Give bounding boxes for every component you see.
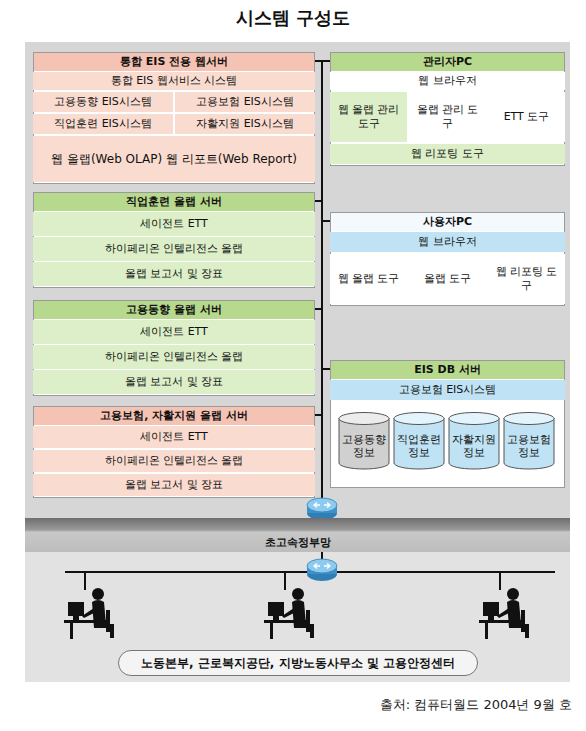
box-label: 노동본부, 근로복지공단, 지방노동사무소 및 고용안정센터 <box>138 656 458 671</box>
box-label: 고용동향 정보 <box>338 433 390 459</box>
pc-box: 사용자PC 웹 브라우저웹 올랩 도구올랩 도구웹 리포팅 도구 <box>330 212 565 306</box>
box-label: 웹 브라우저 <box>330 74 565 88</box>
network-connector <box>322 61 330 518</box>
pc-box: 관리자PC 웹 브라우저웹 올랩 관리 도구올랩 관리 도구ETT 도구웹 리포팅… <box>330 52 565 166</box>
browser-cell: 웹 브라우저 <box>330 232 565 252</box>
network-connector <box>315 309 322 518</box>
server-box: 고용보험, 자활지원 올랩 서버세이전트 ETT 하이페리온 인텔리전스 올랩올랩… <box>33 406 315 498</box>
server-box: 직업훈련 올랩 서버세이전트 ETT 하이페리온 인텔리전스 올랩올랩 보고서 및… <box>33 192 315 288</box>
box-label: 웹 올랩 도구 <box>330 272 407 286</box>
box-heading: 통합 EIS 전용 웹서버 <box>34 53 314 71</box>
software-cell: 하이페리온 인텔리전스 올랩 <box>33 345 315 369</box>
software-cell: 올랩 보고서 및 장표 <box>33 262 315 286</box>
box-label: 올랩 도구 <box>409 272 486 286</box>
network-connector <box>315 61 322 518</box>
tool-cell: 웹 리포팅 도구 <box>330 144 565 164</box>
box-label: 자활지원 정보 <box>448 433 500 459</box>
box-heading: 고용동향 올랩 서버 <box>34 301 314 319</box>
box-label: 웹 올랩 관리 도구 <box>330 103 407 131</box>
cylinder-top <box>394 413 444 425</box>
software-cell: 올랩 보고서 및 장표 <box>33 474 315 496</box>
system-cell: 고용보험 EIS시스템 <box>175 92 315 112</box>
box-label: 올랩 관리 도구 <box>409 103 486 131</box>
system-band: 고용보험 EIS시스템 <box>330 380 565 400</box>
box-label: 하이페리온 인텔리전스 올랩 <box>33 454 315 468</box>
system-cell: 웹 올랩(Web OLAP) 웹 리포트(Web Report) <box>33 136 315 182</box>
box-label: 직업훈련 EIS시스템 <box>33 117 173 131</box>
box-label: 세이전트 ETT <box>33 430 315 444</box>
tool-cell: 올랩 도구 <box>409 254 486 304</box>
cylinder-body <box>449 418 499 469</box>
box-label: 웹 리포팅 도구 <box>330 147 565 161</box>
database-cylinder: 직업훈련 정보 <box>393 412 445 470</box>
server-box: 고용동향 올랩 서버세이전트 ETT 하이페리온 인텔리전스 올랩올랩 보고서 및… <box>33 300 315 396</box>
source-caption: 출처: 컴퓨터월드 2004년 9월 호 <box>380 696 572 714</box>
tool-cell: 웹 리포팅 도구 <box>488 254 565 304</box>
software-cell: 하이페리온 인텔리전스 올랩 <box>33 450 315 472</box>
box-label: 하이페리온 인텔리전스 올랩 <box>33 242 315 256</box>
database-cylinder: 고용보험 정보 <box>503 412 555 470</box>
box-label: 하이페리온 인텔리전스 올랩 <box>33 350 315 364</box>
network-band: 초고속정부망 <box>25 518 570 552</box>
box-heading: EIS DB 서버 <box>331 361 564 379</box>
network-connector <box>315 201 322 518</box>
tool-cell: ETT 도구 <box>488 92 565 142</box>
db-server-box: EIS DB 서버고용보험 EIS시스템고용동향 정보직업훈련 정보자활지원 정… <box>330 360 565 488</box>
server-box: 통합 EIS 전용 웹서버통합 EIS 웹서비스 시스템고용동향 EIS시스템고… <box>33 52 315 184</box>
cylinder-body <box>339 418 389 469</box>
box-label: 올랩 보고서 및 장표 <box>33 267 315 281</box>
system-cell: 직업훈련 EIS시스템 <box>33 114 173 134</box>
software-cell: 세이전트 ETT <box>33 320 315 344</box>
diagram-title: 시스템 구성도 <box>0 6 586 30</box>
software-cell: 세이전트 ETT <box>33 426 315 448</box>
cylinder-body <box>394 418 444 469</box>
tool-cell: 웹 올랩 관리 도구 <box>330 92 407 142</box>
box-heading: 관리자PC <box>331 53 564 71</box>
system-cell: 통합 EIS 웹서비스 시스템 <box>33 72 315 90</box>
tool-cell: 올랩 관리 도구 <box>409 92 486 142</box>
box-label: 웹 브라우저 <box>330 235 565 249</box>
box-label: 고용보험 EIS시스템 <box>175 95 315 109</box>
cylinder-top <box>504 413 554 425</box>
software-cell: 세이전트 ETT <box>33 212 315 236</box>
lower-ground <box>25 552 570 682</box>
cylinder-body <box>504 418 554 469</box>
box-heading: 사용자PC <box>331 213 564 231</box>
software-cell: 하이페리온 인텔리전스 올랩 <box>33 237 315 261</box>
box-label: 웹 리포팅 도구 <box>488 265 565 293</box>
box-label: 세이전트 ETT <box>33 325 315 339</box>
system-cell: 자활지원 EIS시스템 <box>175 114 315 134</box>
box-label: ETT 도구 <box>488 110 565 124</box>
cylinder-top <box>339 413 389 425</box>
network-connector <box>322 369 330 518</box>
box-label: 고용보험 정보 <box>503 433 555 459</box>
box-heading: 직업훈련 올랩 서버 <box>34 193 314 211</box>
box-label: 올랩 보고서 및 장표 <box>33 375 315 389</box>
browser-cell: 웹 브라우저 <box>330 72 565 90</box>
box-label: 직업훈련 정보 <box>393 433 445 459</box>
system-cell: 고용동향 EIS시스템 <box>33 92 173 112</box>
box-label: 초고속정부망 <box>25 536 570 550</box>
database-cylinder: 자활지원 정보 <box>448 412 500 470</box>
box-label: 웹 올랩(Web OLAP) 웹 리포트(Web Report) <box>33 152 315 167</box>
database-cylinder: 고용동향 정보 <box>338 412 390 470</box>
tool-cell: 웹 올랩 도구 <box>330 254 407 304</box>
software-cell: 올랩 보고서 및 장표 <box>33 370 315 394</box>
panel-ground <box>25 42 570 682</box>
site-box: 노동본부, 근로복지공단, 지방노동사무소 및 고용안정센터 <box>118 650 478 676</box>
box-heading: 고용보험, 자활지원 올랩 서버 <box>34 407 314 425</box>
box-label: 고용보험 EIS시스템 <box>330 383 565 397</box>
cylinder-top <box>449 413 499 425</box>
network-connector <box>322 221 330 518</box>
box-label: 자활지원 EIS시스템 <box>175 117 315 131</box>
box-label: 고용동향 EIS시스템 <box>33 95 173 109</box>
box-label: 세이전트 ETT <box>33 217 315 231</box>
box-label: 올랩 보고서 및 장표 <box>33 478 315 492</box>
box-label: 통합 EIS 웹서비스 시스템 <box>33 74 315 88</box>
